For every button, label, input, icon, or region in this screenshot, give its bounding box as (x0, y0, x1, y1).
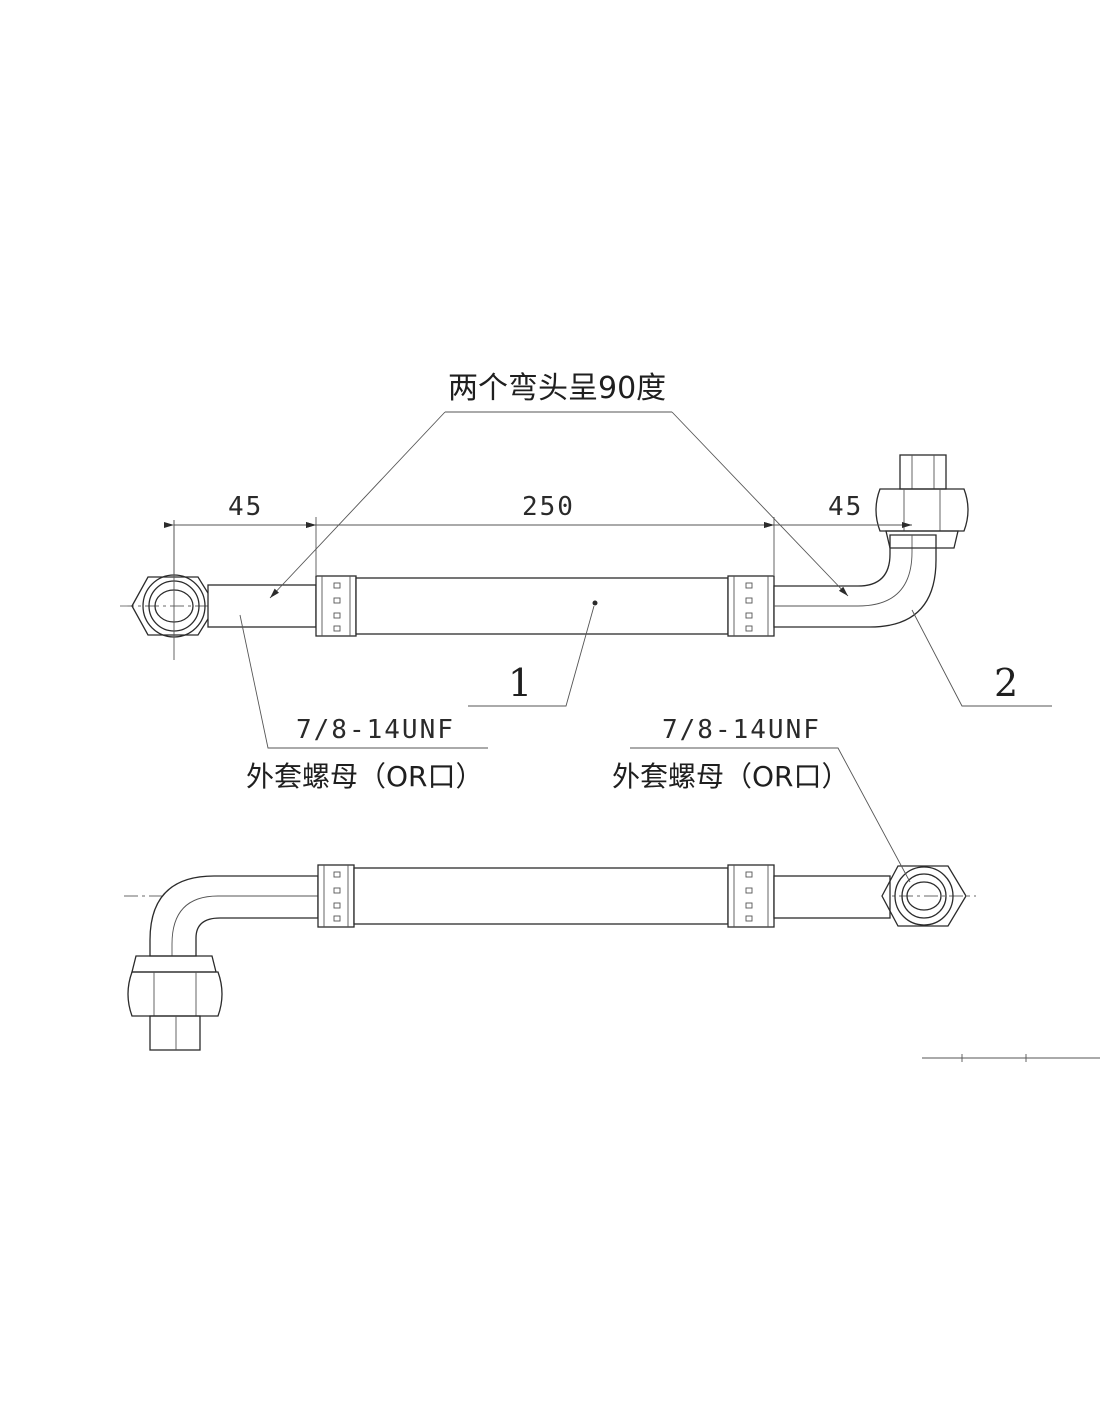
dim-left-text: 45 (228, 492, 263, 522)
top-view: 45 250 45 两个弯头呈90度 1 2 7/8-14UNF 外套螺母（OR… (120, 371, 1052, 793)
bottom-right-stub (773, 875, 891, 919)
part-2-callout: 2 (911, 609, 1052, 707)
bend-note-text: 两个弯头呈90度 (448, 371, 666, 406)
bottom-right-nut (881, 865, 967, 927)
right-thread-spec: 7/8-14UNF (662, 715, 821, 745)
part-1-callout: 1 (468, 605, 595, 707)
right-nut-desc: 外套螺母（OR口） (612, 760, 850, 793)
left-nut-desc: 外套螺母（OR口） (246, 760, 484, 793)
dim-right-text: 45 (828, 492, 863, 522)
bottom-left-nut (127, 955, 223, 1051)
top-dimensions: 45 250 45 (164, 492, 912, 575)
part-1-label: 1 (508, 661, 532, 705)
bend-note: 两个弯头呈90度 (269, 371, 849, 599)
top-left-stub (207, 584, 317, 628)
bottom-left-elbow (149, 875, 319, 957)
bottom-view: 7/8-14UNF 外套螺母（OR口） (124, 715, 976, 1051)
part-2-label: 2 (994, 661, 1018, 705)
scale-bar (922, 1054, 1100, 1062)
left-thread-callout: 7/8-14UNF 外套螺母（OR口） (239, 614, 488, 793)
top-right-nut (875, 454, 969, 549)
bottom-right-ferrule (727, 864, 775, 928)
right-thread-callout: 7/8-14UNF 外套螺母（OR口） (612, 715, 911, 883)
top-left-ferrule (315, 575, 357, 637)
top-right-ferrule (727, 575, 775, 637)
top-right-elbow (773, 534, 937, 628)
left-thread-spec: 7/8-14UNF (296, 715, 455, 745)
bottom-hose-body (353, 867, 729, 925)
bottom-left-ferrule (317, 864, 355, 928)
dim-middle-text: 250 (522, 492, 575, 522)
top-hose-body (355, 577, 729, 635)
